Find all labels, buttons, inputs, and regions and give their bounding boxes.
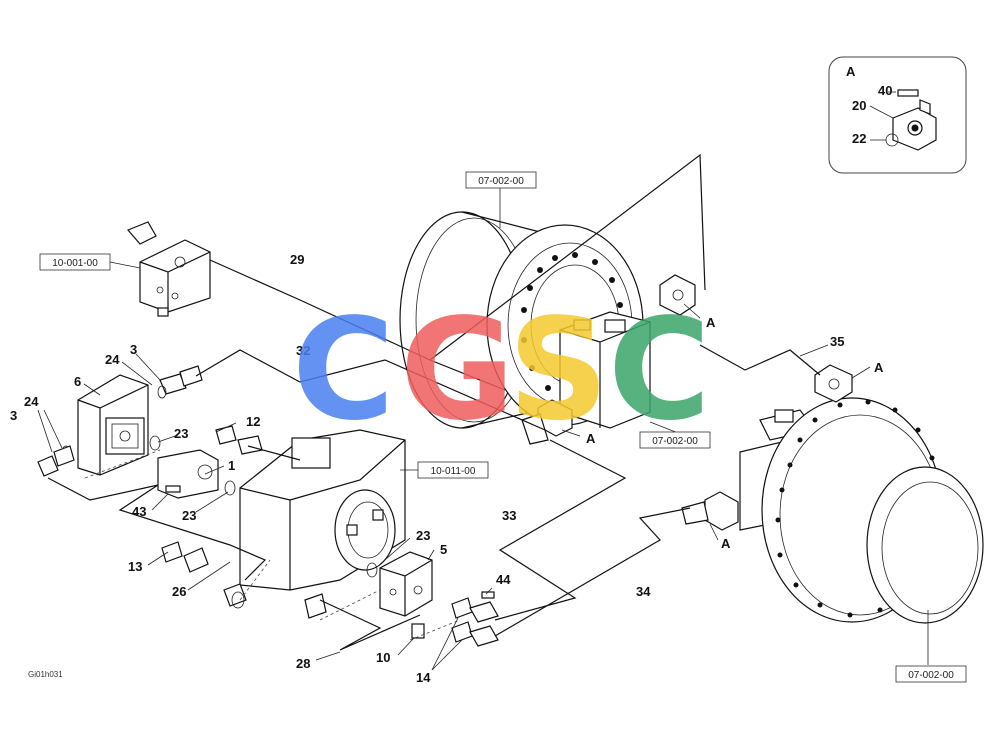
callout-13: 13: [128, 559, 142, 574]
reference-box-bottom-right: 07-002-00: [895, 665, 967, 683]
callout-6: 6: [74, 374, 81, 389]
reference-box-left-valve: 10-001-00: [39, 253, 111, 271]
ref-top-center-text: 07-002-00: [478, 176, 524, 187]
reference-box-center-pump: 10-011-00: [417, 461, 489, 479]
inset-label-20: 20: [852, 98, 866, 113]
callout-26: 26: [172, 584, 186, 599]
callout-23-b: 23: [182, 508, 196, 523]
ref-left-valve-text: 10-001-00: [52, 258, 98, 269]
callout-10: 10: [376, 650, 390, 665]
travel-motor-bottom: [739, 397, 984, 624]
inset-label-40: 40: [878, 83, 892, 98]
callout-a-1: A: [706, 315, 716, 330]
drawing-code: Gi01h031: [28, 670, 63, 679]
pump-block: [239, 429, 406, 591]
watermark-letter-c1: C: [292, 289, 395, 452]
callout-28: 28: [296, 656, 310, 671]
callout-34: 34: [636, 584, 651, 599]
watermark-letter-s: S: [508, 289, 609, 452]
callout-1: 1: [228, 458, 235, 473]
callout-a-4: A: [721, 536, 731, 551]
callout-23-a: 23: [174, 426, 188, 441]
reference-box-mid-right: 07-002-00: [639, 431, 711, 449]
callout-23-c: 23: [416, 528, 430, 543]
leader-lines: [37, 188, 929, 671]
callout-a-2: A: [874, 360, 884, 375]
watermark-letter-c2: C: [608, 289, 711, 452]
callout-a-3: A: [586, 431, 596, 446]
inset-label-22: 22: [852, 131, 866, 146]
callout-3-left: 3: [10, 408, 17, 423]
callout-14: 14: [416, 670, 431, 685]
flange-a-parts: [521, 274, 853, 531]
hose-lines: [47, 153, 821, 651]
ref-bottom-right-text: 07-002-00: [908, 670, 954, 681]
callout-3-top: 3: [130, 342, 137, 357]
control-valve: [126, 221, 211, 317]
cgsc-watermark: C G S C: [292, 289, 711, 452]
ref-center-pump-text: 10-011-00: [431, 466, 476, 477]
inset-title: A: [846, 64, 856, 79]
callout-24-left: 24: [24, 394, 39, 409]
callout-44: 44: [496, 572, 511, 587]
detail-inset-a: A 40 20 22: [828, 56, 967, 174]
callout-5: 5: [440, 542, 447, 557]
watermark-letter-g: G: [400, 289, 515, 452]
callout-12: 12: [246, 414, 260, 429]
callout-35: 35: [830, 334, 844, 349]
ref-mid-right-text: 07-002-00: [652, 436, 698, 447]
valve-block-6: [77, 374, 149, 476]
callout-32: 32: [296, 343, 310, 358]
callout-33: 33: [502, 508, 516, 523]
reference-box-top-center: 07-002-00: [465, 171, 537, 189]
flange-icon: [869, 89, 937, 151]
callout-29: 29: [290, 252, 304, 267]
callout-numbers: 29 32 3 24 6 24 3 23 12 1 43 23 13 26 23…: [10, 252, 884, 685]
travel-motor-top: [399, 211, 651, 429]
callout-43: 43: [132, 504, 146, 519]
callout-24-top: 24: [105, 352, 120, 367]
valve-block-5: [379, 551, 499, 647]
